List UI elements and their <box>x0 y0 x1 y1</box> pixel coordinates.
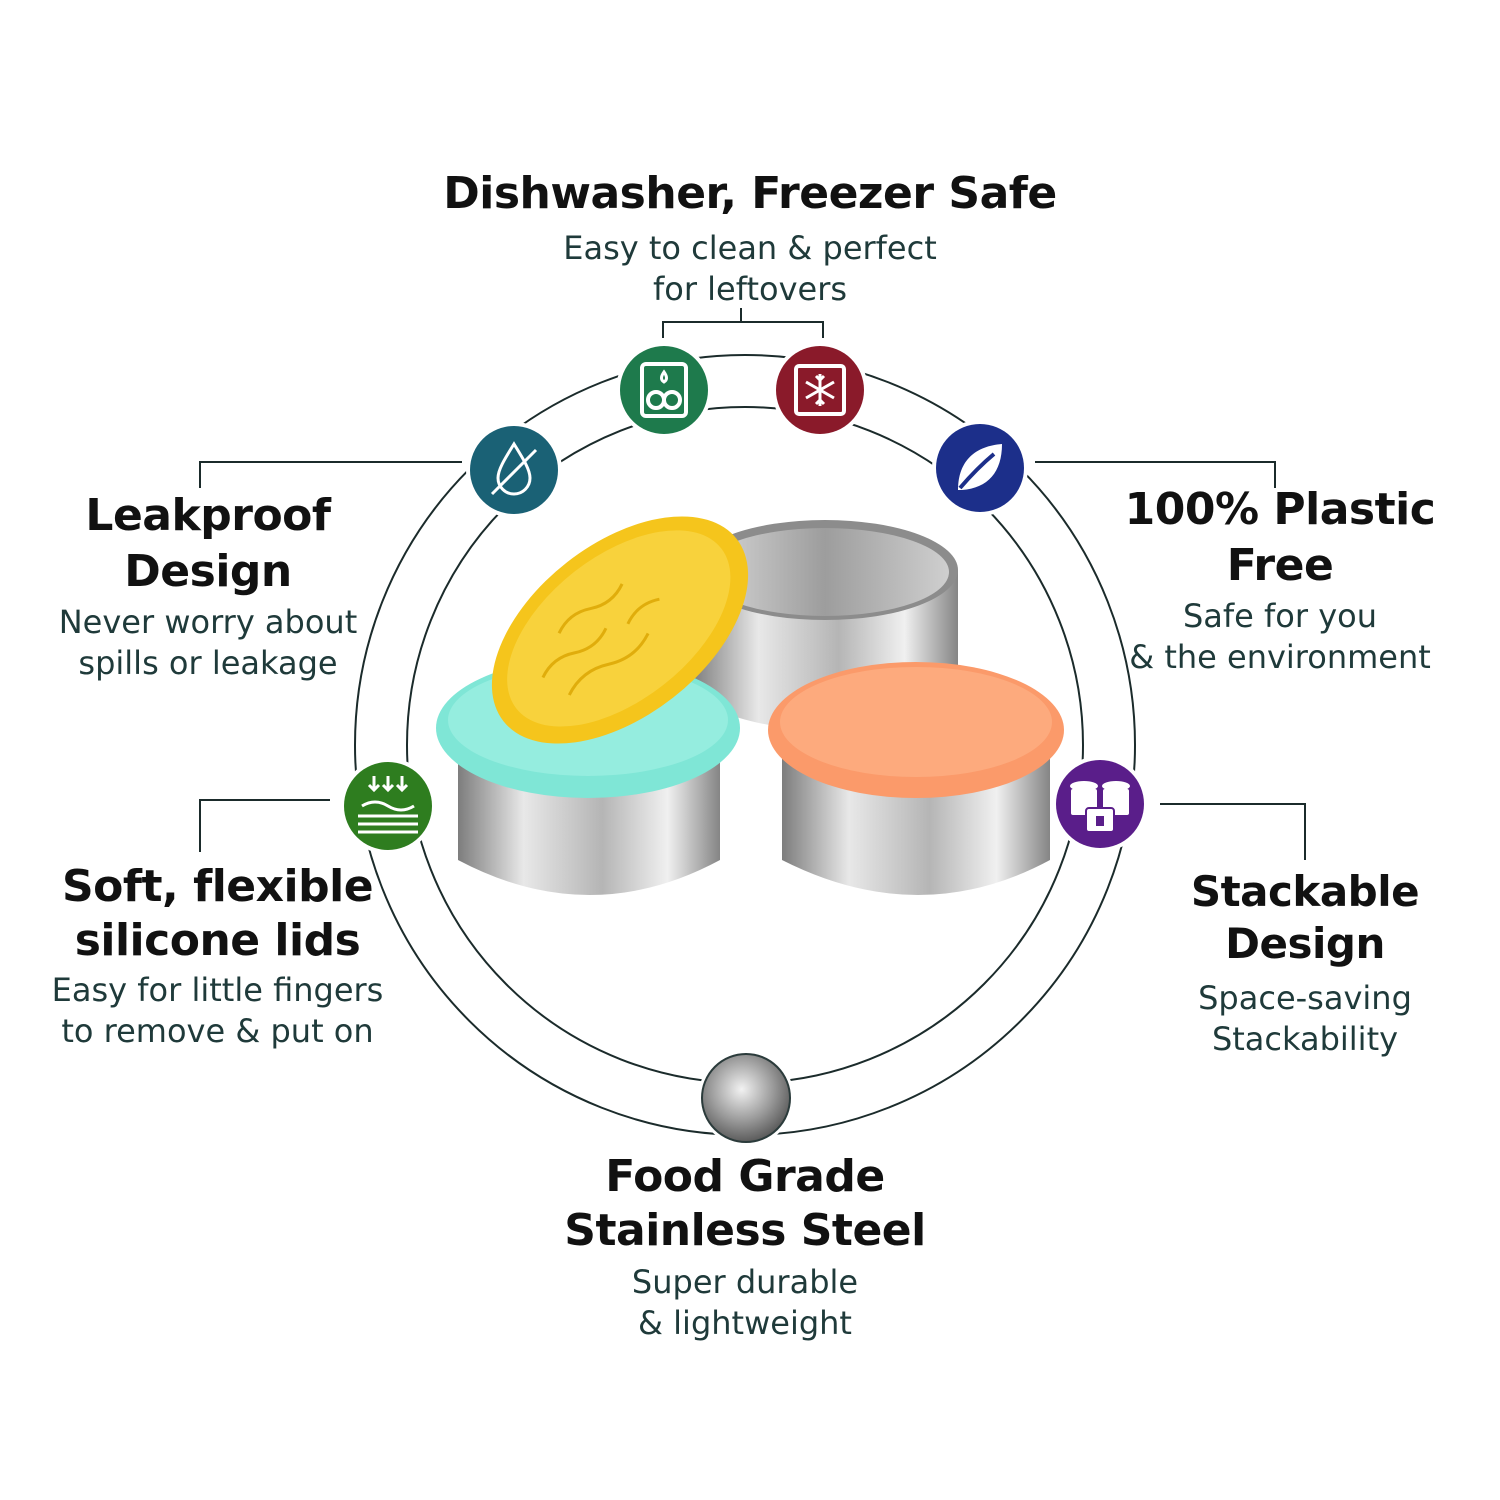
peach-lid-container <box>768 662 1064 895</box>
feature-desc-line2: spills or leakage <box>78 644 338 682</box>
feature-plastic-free: 100% Plastic Free Safe for you & the env… <box>1070 482 1490 678</box>
connector-leakproof <box>199 461 462 488</box>
feature-title-line1: Food Grade <box>605 1151 885 1202</box>
feature-desc-line2: & the environment <box>1129 638 1431 676</box>
feature-title: Dishwasher, Freezer Safe <box>443 168 1057 219</box>
feature-stainless-steel: Food Grade Stainless Steel Super durable… <box>520 1150 970 1344</box>
feature-title: Leakproof Design <box>85 490 331 597</box>
feature-desc-line2: to remove & put on <box>61 1012 374 1050</box>
feature-silicone-lids: Soft, flexible silicone lids Easy for li… <box>20 860 415 1052</box>
feature-desc-line1: Safe for you <box>1182 597 1377 635</box>
product-image <box>436 516 1064 895</box>
stack-icon <box>1052 756 1148 852</box>
feature-title-line2: silicone lids <box>74 915 361 966</box>
feature-desc-line1: Space-saving <box>1198 979 1412 1017</box>
feature-desc-line2: Stackability <box>1211 1020 1399 1058</box>
snowflake-icon <box>772 342 868 438</box>
feature-desc-line1: Easy for little fingers <box>51 971 384 1009</box>
steel-disc-icon <box>698 1050 794 1146</box>
flexible-lid-icon <box>340 758 436 854</box>
yellow-lid <box>491 516 749 744</box>
feature-title-line2: Stainless Steel <box>564 1205 926 1256</box>
connector-dishwasher <box>662 321 824 338</box>
connector-stackable <box>1160 803 1306 860</box>
feature-stackable: Stackable Design Space-saving Stackabili… <box>1120 866 1490 1060</box>
feature-desc-line1: Super durable <box>631 1263 859 1301</box>
feature-desc-line2: & lightweight <box>638 1304 852 1342</box>
feature-desc-line2: for leftovers <box>652 270 848 308</box>
feature-desc-line1: Easy to clean & perfect <box>563 229 937 267</box>
feature-title: Stackable Design <box>1190 867 1420 968</box>
feature-title-line1: Soft, flexible <box>61 861 374 912</box>
leaf-icon <box>932 420 1028 516</box>
open-steel-container <box>692 520 958 730</box>
water-drop-icon <box>466 422 562 518</box>
connector-silicone <box>199 799 330 852</box>
dishwasher-icon <box>616 342 712 438</box>
feature-title: 100% Plastic Free <box>1124 484 1436 591</box>
feature-leakproof: Leakproof Design Never worry about spill… <box>0 488 416 684</box>
connector-plastic-free <box>1035 461 1276 488</box>
feature-desc-line1: Never worry about <box>58 603 358 641</box>
feature-dishwasher: Dishwasher, Freezer Safe Easy to clean &… <box>420 166 1080 310</box>
